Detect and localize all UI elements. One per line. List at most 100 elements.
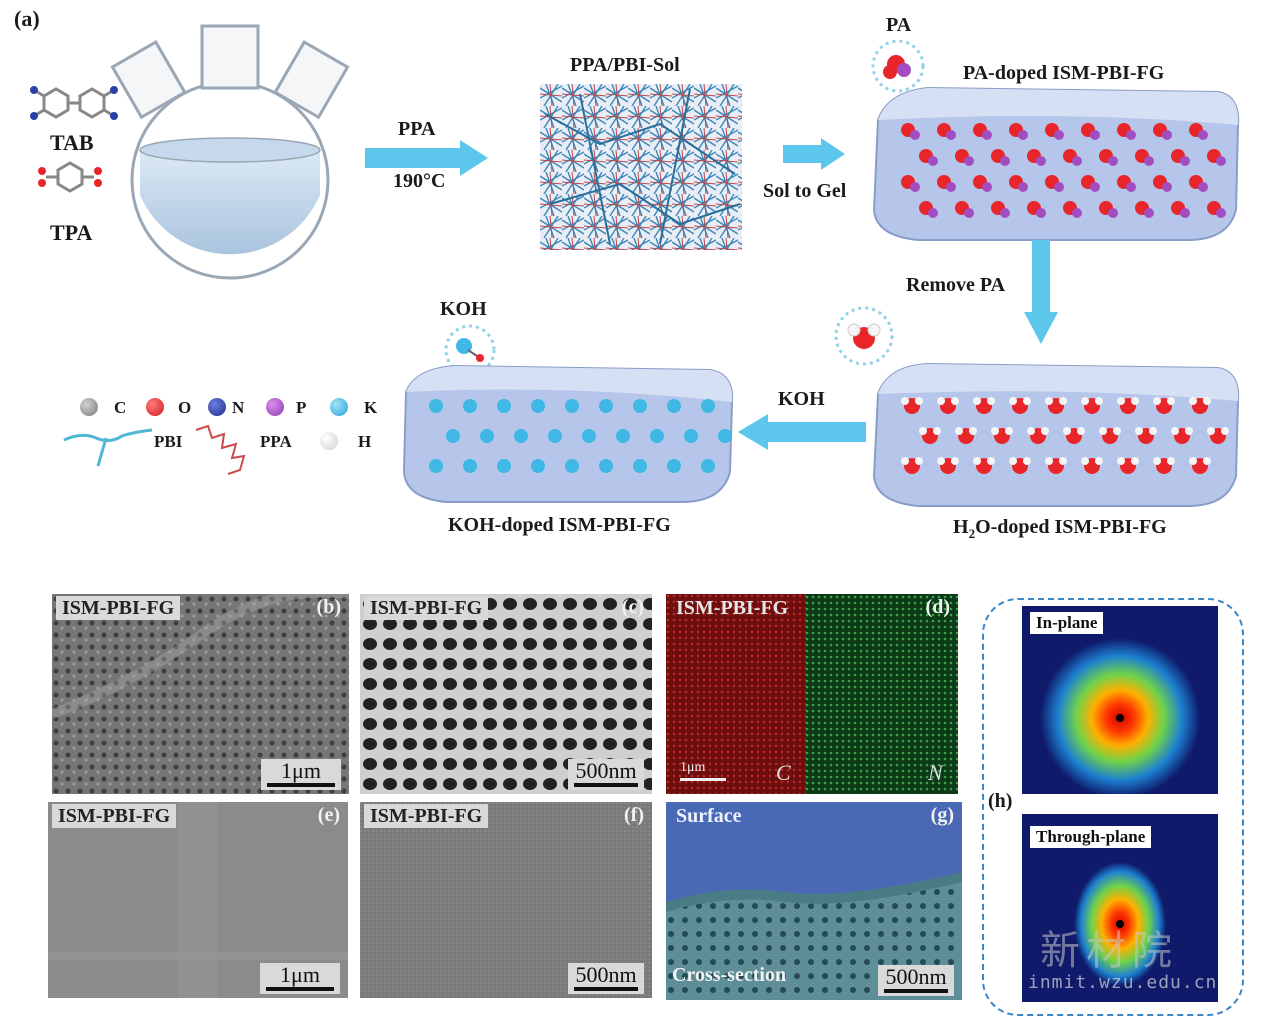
water-molecule-icon <box>969 427 977 435</box>
sem-d-elemental-map <box>666 594 958 794</box>
sem-panel-d: ISM-PBI-FG (d) 1μm C N <box>666 594 958 794</box>
water-molecule-icon <box>1131 397 1139 405</box>
sem-panel-f: ISM-PBI-FG (f) 500nm <box>360 802 652 998</box>
water-molecule-icon <box>1189 457 1197 465</box>
koh-molecule-icon <box>684 429 698 443</box>
koh-molecule-icon <box>667 399 681 413</box>
sol-title: PPA/PBI-Sol <box>570 54 680 76</box>
water-molecule-icon <box>1095 397 1103 405</box>
legend-h: H <box>358 432 372 451</box>
water-molecule-icon <box>1189 397 1197 405</box>
legend-o: O <box>178 398 192 417</box>
koh-molecule-icon <box>531 399 545 413</box>
pa-molecule-icon <box>1162 130 1172 140</box>
sem-g-scalebar: 500nm <box>878 965 954 996</box>
panel-h-frame <box>982 598 1244 1016</box>
koh-molecule-icon <box>633 459 647 473</box>
pa-molecule-icon <box>1000 208 1010 218</box>
pa-molecule-icon <box>1126 182 1136 192</box>
pa-molecule-icon <box>1090 130 1100 140</box>
water-molecule-icon <box>1099 427 1107 435</box>
koh-doped-membrane-image <box>402 324 734 503</box>
sem-d-map-n-label: N <box>928 760 943 785</box>
pa-molecule-icon <box>910 130 920 140</box>
water-molecule-icon <box>937 457 945 465</box>
water-molecule-icon <box>1117 457 1125 465</box>
pa-molecule-icon <box>1216 156 1226 166</box>
water-molecule-icon <box>937 397 945 405</box>
water-molecule-icon <box>1185 427 1193 435</box>
water-molecule-icon <box>933 427 941 435</box>
pa-molecule-icon <box>1036 208 1046 218</box>
water-molecule-icon <box>973 457 981 465</box>
pa-molecule-icon <box>1180 156 1190 166</box>
koh-molecule-icon <box>701 399 715 413</box>
sem-c-tag: ISM-PBI-FG <box>364 596 489 620</box>
water-molecule-icon <box>1153 397 1161 405</box>
koh-molecule-icon <box>616 429 630 443</box>
watermark-cn: 新材院 <box>1040 928 1178 974</box>
sem-panel-b: ISM-PBI-FG (b) 1μm <box>52 594 349 794</box>
water-molecule-icon <box>919 427 927 435</box>
sem-panel-e: ISM-PBI-FG (e) 1μm <box>48 802 348 998</box>
pa-molecule-icon <box>1180 208 1190 218</box>
arrow-1-top-label: PPA <box>398 118 436 140</box>
saxs-through-plane-label: Through-plane <box>1030 826 1152 848</box>
pa-molecule-icon <box>1000 156 1010 166</box>
phosphorus-atom-icon <box>266 398 284 416</box>
koh-molecule-icon <box>565 399 579 413</box>
water-molecule-icon <box>951 457 959 465</box>
koh-molecule-icon <box>548 429 562 443</box>
carbon-atom-icon <box>80 398 98 416</box>
koh-molecule-icon <box>497 459 511 473</box>
tab-label: TAB <box>50 130 94 155</box>
water-molecule-icon <box>901 457 909 465</box>
sem-e-scalebar: 1μm <box>260 963 340 994</box>
water-molecule-icon <box>1203 397 1211 405</box>
sem-d-tag: ISM-PBI-FG <box>676 597 789 619</box>
legend-ppa: PPA <box>260 432 292 451</box>
legend-pbi: PBI <box>154 432 183 451</box>
water-molecule-icon <box>1167 457 1175 465</box>
pbi-chain-icon <box>63 428 153 467</box>
legend-p: P <box>296 398 307 417</box>
water-molecule-icon <box>1081 457 1089 465</box>
legend-n: N <box>232 398 245 417</box>
saxs-through-plane: Through-plane <box>1022 814 1218 1002</box>
water-molecule-icon <box>1041 427 1049 435</box>
water-molecule-icon <box>1045 457 1053 465</box>
water-molecule-icon <box>915 397 923 405</box>
sem-e-letter: (e) <box>317 804 340 826</box>
pa-molecule-icon <box>1144 208 1154 218</box>
hydrogen-atom-icon <box>320 432 338 450</box>
h2o-doped-membrane-image <box>834 306 1240 507</box>
pa-molecule-icon <box>946 130 956 140</box>
water-molecule-icon <box>901 397 909 405</box>
pa-molecule-icon <box>1054 130 1064 140</box>
water-molecule-icon <box>1135 427 1143 435</box>
koh-molecule-icon <box>446 429 460 443</box>
ppa-chain-icon <box>195 424 246 475</box>
water-molecule-icon <box>1203 457 1211 465</box>
pa-molecule-icon <box>1054 182 1064 192</box>
sem-b-letter: (b) <box>316 596 341 618</box>
koh-molecule-icon <box>633 399 647 413</box>
pa-molecule-icon <box>964 208 974 218</box>
panel-h-letter: (h) <box>988 790 1013 812</box>
pa-molecule-icon <box>928 208 938 218</box>
water-molecule-icon <box>1207 427 1215 435</box>
arrow-4-icon <box>738 414 866 450</box>
water-molecule-icon <box>1081 397 1089 405</box>
water-molecule-icon <box>951 397 959 405</box>
water-molecule-icon <box>1023 457 1031 465</box>
pa-molecule-icon <box>1036 156 1046 166</box>
water-molecule-icon <box>973 397 981 405</box>
legend-k: K <box>364 398 378 417</box>
water-molecule-icon <box>1171 427 1179 435</box>
pa-molecule-icon <box>910 182 920 192</box>
pa-molecule-icon <box>1018 182 1028 192</box>
pa-doped-membrane-image <box>871 40 1240 241</box>
pa-molecule-icon <box>1072 208 1082 218</box>
sem-d-scale-label: 1μm <box>680 760 706 775</box>
koh-molecule-icon <box>497 399 511 413</box>
